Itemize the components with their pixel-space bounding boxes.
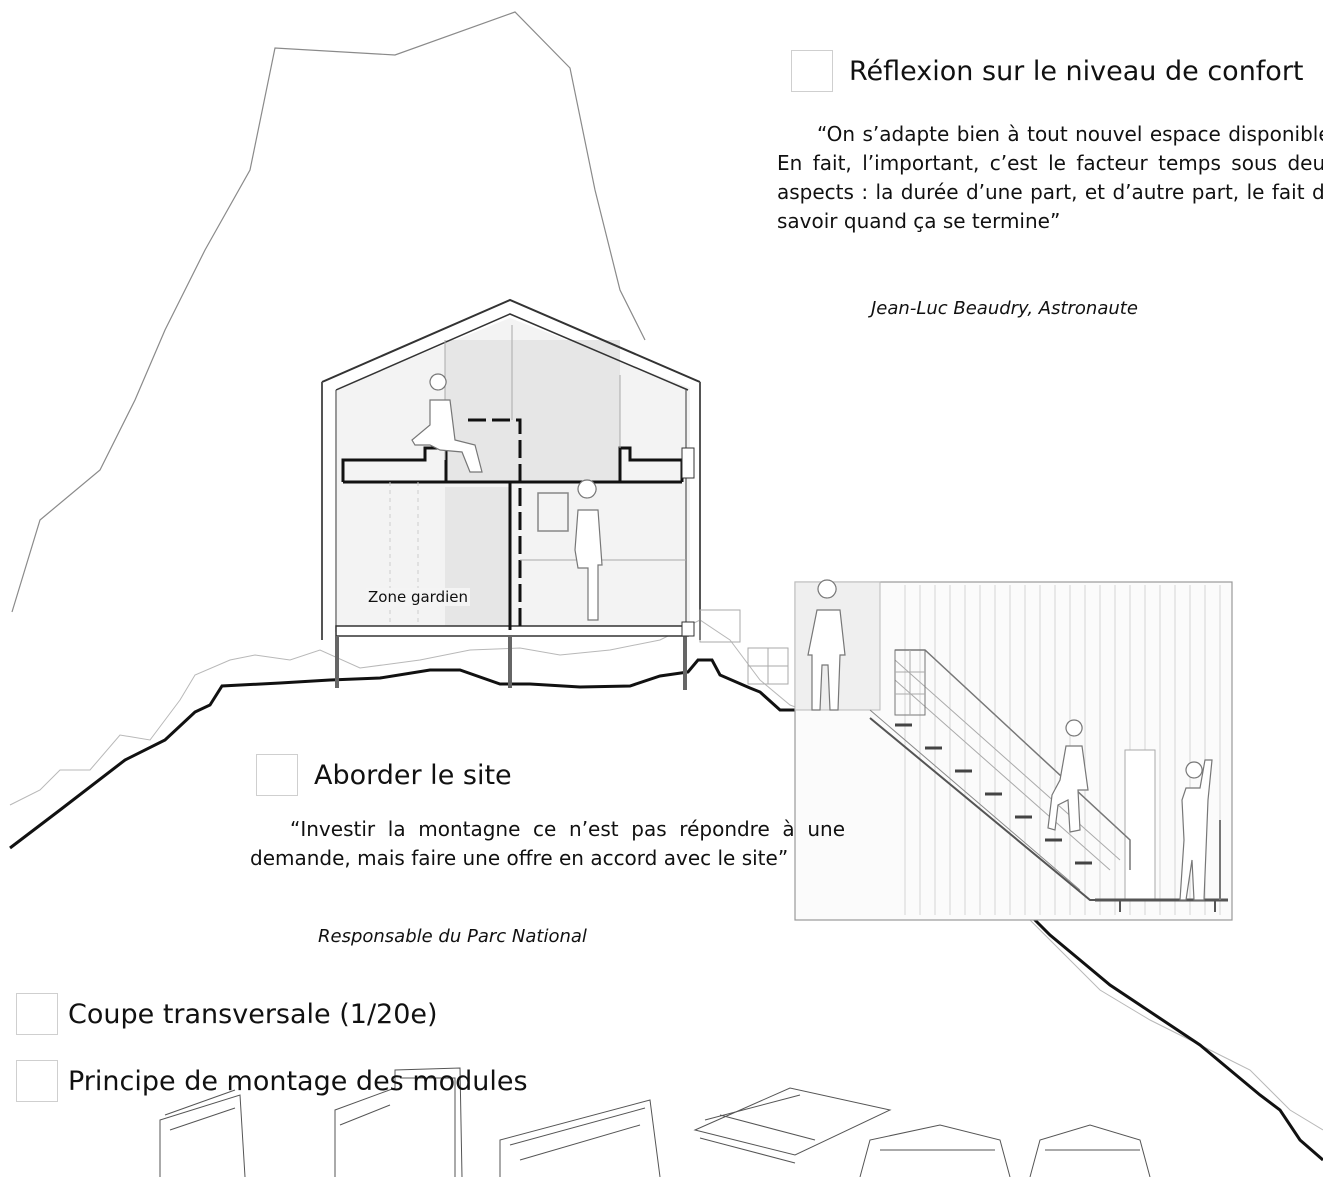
section-marker-box — [16, 993, 58, 1035]
section-marker-box — [791, 50, 833, 92]
section-marker-box — [256, 754, 298, 796]
section-title: Aborder le site — [314, 759, 512, 791]
mountain-peak-outline — [11, 11, 646, 613]
quote-text: “On s’adapte bien à tout nouvel espace d… — [777, 122, 1323, 233]
terrain-profile-line — [9, 658, 1323, 1162]
terrain-sketch-line — [9, 619, 1323, 1131]
quote-author: Jean-Luc Beaudry, Astronaute — [871, 298, 1138, 319]
terrace-module — [699, 579, 1233, 921]
quote-author: Responsable du Parc National — [318, 926, 587, 947]
section-site: Aborder le site — [256, 754, 512, 796]
zone-label: Zone gardien — [366, 588, 470, 606]
section-title: Réflexion sur le niveau de confort — [849, 55, 1304, 87]
section-title: Principe de montage des modules — [68, 1065, 528, 1097]
quote-text: “Investir la montagne ce n’est pas répon… — [250, 817, 845, 870]
section-module-assembly: Principe de montage des modules — [16, 1060, 528, 1102]
section-comfort: Réflexion sur le niveau de confort — [791, 50, 1304, 92]
section-marker-box — [16, 1060, 58, 1102]
cabin-section — [321, 298, 701, 690]
section-title: Coupe transversale (1/20e) — [68, 998, 438, 1030]
module-assembly-sketches — [159, 1067, 1151, 1177]
section-cross-section: Coupe transversale (1/20e) — [16, 993, 438, 1035]
